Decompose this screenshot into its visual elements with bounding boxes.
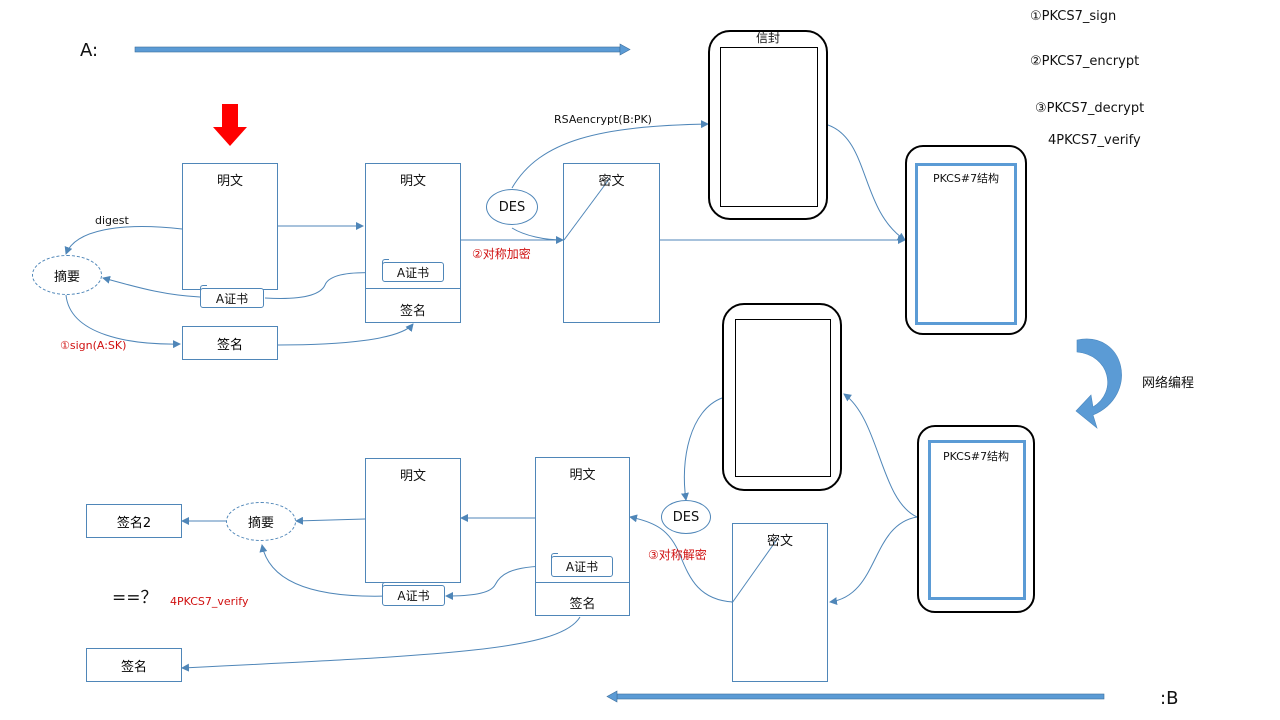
party-b-label: :B xyxy=(1160,688,1179,709)
cert-scroll-2: A证书 xyxy=(382,259,444,282)
pkcs7-sender-inner xyxy=(915,163,1017,325)
pkcs7-sender: PKCS#7结构 xyxy=(905,145,1027,335)
network-curved-arrow xyxy=(1075,338,1122,429)
decrypt-step-label: ③对称解密 xyxy=(648,548,707,562)
legend-item-2: ②PKCS7_encrypt xyxy=(1030,54,1140,69)
plaintext-right-label: 明文 xyxy=(569,468,596,483)
pkcs7-sender-label: PKCS#7结构 xyxy=(932,172,1000,185)
plaintext-box-1: 明文 xyxy=(182,163,278,290)
envelope-sender-inner xyxy=(720,47,818,207)
plaintext-box-receiver-right: 明文 签名 xyxy=(535,457,630,616)
legend-item-3: ③PKCS7_decrypt xyxy=(1035,101,1145,116)
plaintext-box-1-label: 明文 xyxy=(216,174,243,189)
ciphertext-label-sender: 密文 xyxy=(598,174,625,189)
start-red-arrow xyxy=(213,104,247,146)
signature-divider-receiver xyxy=(536,582,629,583)
signature-divider xyxy=(366,288,460,289)
des-node-sender: DES xyxy=(486,189,538,225)
ciphertext-label-receiver: 密文 xyxy=(766,534,793,549)
sign-step-label: ①sign(A:SK) xyxy=(60,339,127,352)
des-node-receiver: DES xyxy=(661,500,711,534)
digest-node: 摘要 xyxy=(32,255,102,295)
cert-scroll-receiver-right: A证书 xyxy=(551,553,613,577)
party-a-label: A: xyxy=(80,40,99,61)
envelope-sender: 信封 xyxy=(708,30,828,220)
ciphertext-box-receiver: 密文 xyxy=(732,523,828,682)
signature-box-2-label: 签名 xyxy=(399,304,426,319)
ciphertext-box-sender: 密文 xyxy=(563,163,660,323)
pkcs7-receiver-inner xyxy=(928,440,1026,600)
plaintext-box-2: 明文 签名 xyxy=(365,163,461,323)
pkcs7-receiver: PKCS#7结构 xyxy=(917,425,1035,613)
plaintext-left-label: 明文 xyxy=(399,469,426,484)
bottom-direction-arrow xyxy=(606,690,1105,703)
receiver-connectors xyxy=(181,393,918,672)
envelope-receiver xyxy=(722,303,842,491)
signature-box-1: 签名 xyxy=(182,326,278,360)
envelope-receiver-inner xyxy=(735,319,831,477)
plaintext-box-receiver-left: 明文 xyxy=(365,458,461,583)
network-label: 网络编程 xyxy=(1142,376,1195,391)
digest-label: digest xyxy=(95,214,129,227)
cert-scroll-receiver-left: A证书 xyxy=(382,582,445,606)
digest-node-receiver: 摘要 xyxy=(226,502,296,541)
envelope-label: 信封 xyxy=(755,31,780,45)
legend-item-4: 4PKCS7_verify xyxy=(1048,133,1141,148)
signature-right-label: 签名 xyxy=(569,597,596,612)
compare-label: ==？ xyxy=(112,588,158,608)
signature-box-receiver: 签名 xyxy=(86,648,182,682)
signature2-box: 签名2 xyxy=(86,504,182,538)
verify-step-label: 4PKCS7_verify xyxy=(170,595,249,608)
legend-item-1: ①PKCS7_sign xyxy=(1030,9,1117,24)
cert-scroll-1: A证书 xyxy=(200,285,264,308)
sender-connectors xyxy=(64,120,906,349)
plaintext-box-2-label: 明文 xyxy=(399,174,426,189)
pkcs7-receiver-label: PKCS#7结构 xyxy=(942,450,1010,463)
encrypt-step-label: ②对称加密 xyxy=(472,247,531,261)
top-direction-arrow xyxy=(134,43,631,56)
rsa-encrypt-label: RSAencrypt(B:PK) xyxy=(554,113,652,126)
